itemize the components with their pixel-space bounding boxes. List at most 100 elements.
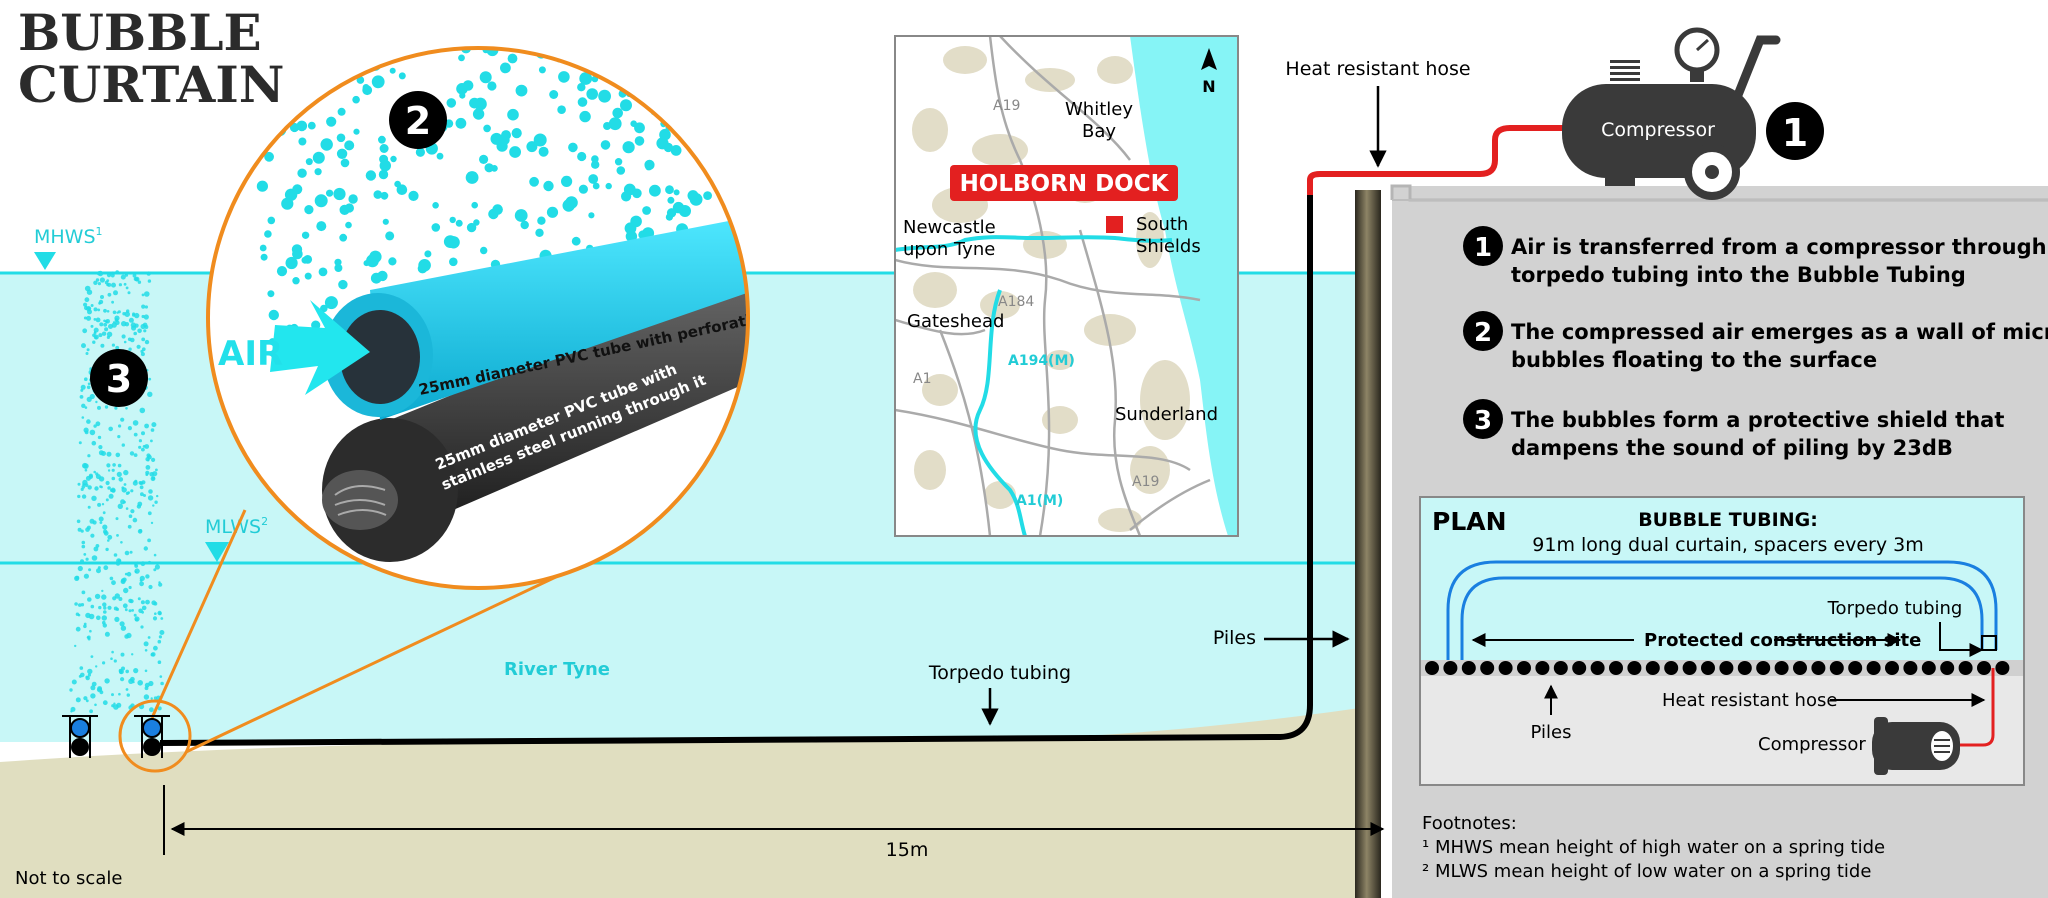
plan-pile: [1645, 661, 1660, 675]
curtain-bubble: [101, 331, 107, 336]
curtain-bubble: [88, 568, 92, 572]
curtain-bubble: [112, 463, 116, 467]
curtain-bubble: [77, 565, 83, 572]
micro-bubble: [483, 124, 491, 133]
curtain-bubble: [91, 681, 97, 687]
curtain-bubble: [71, 679, 77, 685]
piles-label: Piles: [1213, 627, 1256, 649]
micro-bubble: [509, 146, 521, 158]
curtain-bubble: [146, 271, 151, 276]
curtain-bubble: [156, 494, 159, 498]
curtain-bubble: [132, 273, 137, 278]
curtain-bubble: [102, 511, 106, 515]
curtain-bubble: [101, 503, 105, 506]
micro-bubble: [446, 98, 457, 108]
curtain-bubble: [77, 494, 81, 499]
curtain-bubble: [117, 463, 122, 468]
curtain-bubble: [150, 697, 153, 700]
curtain-bubble: [140, 600, 145, 605]
curtain-bubble: [90, 693, 96, 699]
curtain-bubble: [80, 603, 85, 607]
micro-bubble: [612, 107, 623, 119]
curtain-bubble: [84, 297, 90, 303]
marker-2: [389, 91, 447, 149]
curtain-bubble: [134, 568, 140, 574]
curtain-bubble: [144, 291, 150, 297]
curtain-bubble: [107, 282, 112, 287]
curtain-bubble: [102, 700, 108, 706]
curtain-bubble: [149, 472, 154, 477]
curtain-bubble: [141, 337, 146, 342]
micro-bubble: [659, 128, 671, 141]
plan-pile: [1425, 661, 1439, 675]
map-road-a19-bottom: A19: [1132, 474, 1159, 490]
curtain-bubble: [75, 575, 80, 580]
curtain-bubble: [126, 632, 132, 639]
curtain-bubble: [87, 505, 91, 509]
zoom-line-top: [150, 509, 247, 719]
curtain-bubble: [105, 498, 109, 502]
curtain-bubble: [84, 377, 88, 382]
plan-view: PLAN BUBBLE TUBING: 91m long dual curtai…: [1419, 496, 2025, 786]
north-arrow-icon: [1201, 48, 1217, 70]
curtain-bubble: [128, 609, 132, 613]
curtain-bubble: [91, 495, 97, 501]
curtain-bubble: [150, 428, 155, 432]
mlws-label: MLWS2: [205, 515, 268, 538]
micro-bubble: [466, 222, 477, 233]
curtain-bubble: [147, 511, 152, 516]
micro-bubble: [289, 122, 300, 133]
curtain-bubble: [139, 485, 144, 490]
plan-pile: [1627, 661, 1642, 675]
curtain-bubble: [140, 625, 144, 629]
micro-bubble: [379, 144, 389, 153]
micro-bubble: [638, 230, 648, 240]
micro-bubble: [396, 184, 408, 195]
curtain-bubble: [81, 540, 86, 545]
map-dock-marker: [1106, 216, 1123, 233]
curtain-bubble: [141, 610, 145, 614]
micro-bubble: [338, 279, 348, 290]
curtain-bubble: [138, 529, 143, 533]
map-road-a184: A184: [998, 294, 1034, 310]
micro-bubble: [642, 206, 651, 215]
plan-pile: [1480, 661, 1495, 675]
curtain-bubble: [111, 343, 115, 347]
micro-bubble: [352, 95, 360, 104]
micro-bubble: [378, 135, 386, 144]
curtain-bubble: [143, 546, 148, 551]
map-road-a1m: A1(M): [1016, 493, 1063, 509]
curtain-bubble: [75, 612, 80, 616]
curtain-bubble: [121, 334, 126, 339]
micro-bubble: [378, 169, 389, 180]
micro-bubble: [336, 148, 348, 159]
step-1-line-2: torpedo tubing into the Bubble Tubing: [1511, 263, 1966, 287]
curtain-bubble: [114, 315, 120, 321]
curtain-bubble: [123, 587, 129, 594]
curtain-bubble: [136, 561, 140, 565]
micro-bubble: [432, 202, 439, 209]
curtain-bubble: [121, 443, 126, 447]
step-3-line-1: The bubbles form a protective shield tha…: [1511, 408, 2004, 432]
map-south-shields-1: South: [1136, 214, 1188, 235]
curtain-bubble: [97, 405, 101, 410]
curtain-bubble: [157, 639, 162, 644]
curtain-bubble: [125, 669, 129, 674]
micro-bubble: [362, 84, 370, 91]
curtain-bubble: [81, 343, 86, 349]
micro-bubble: [473, 219, 480, 226]
curtain-bubble: [147, 560, 152, 565]
plan-pile: [1793, 661, 1807, 675]
curtain-bubble: [74, 602, 78, 606]
curtain-bubble: [90, 533, 95, 538]
curtain-bubble: [123, 483, 127, 486]
curtain-bubble: [150, 521, 154, 525]
micro-bubble: [304, 205, 314, 215]
curtain-bubble: [100, 295, 104, 299]
curtain-bubble: [89, 518, 95, 524]
micro-bubble: [449, 216, 456, 224]
curtain-bubble: [95, 400, 98, 404]
footnote-1: ¹ MHWS mean height of high water on a sp…: [1422, 837, 1885, 858]
curtain-bubble: [83, 573, 89, 579]
curtain-bubble: [127, 337, 132, 342]
